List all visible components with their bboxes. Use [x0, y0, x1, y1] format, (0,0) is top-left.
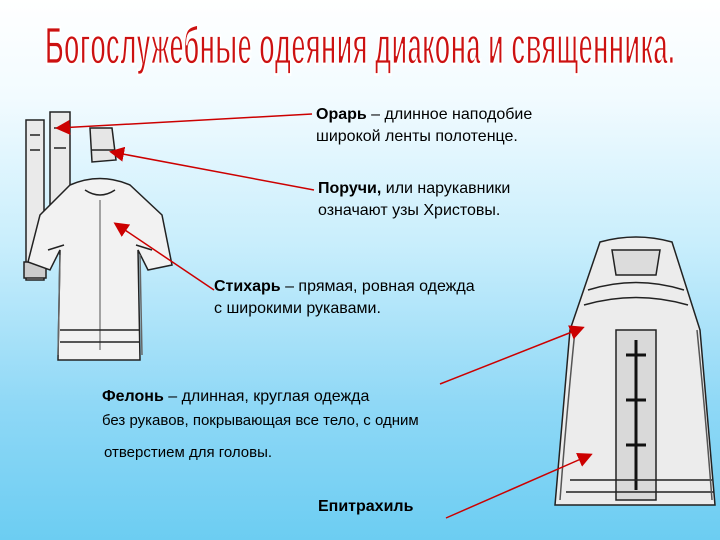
term-epitrakhil: Епитрахиль — [318, 498, 414, 515]
slide-title: Богослужебные одеяния диакона и священни… — [44, 15, 676, 78]
deacon-vestments-illustration — [23, 111, 173, 361]
pointer-arrows — [55, 113, 593, 519]
caption-stikhar: Стихарь – прямая, ровная одежда с широки… — [214, 278, 475, 317]
caption-poruchi: Поручи, или нарукавники означают узы Хри… — [318, 180, 511, 219]
term-stikhar: Стихарь — [214, 278, 281, 295]
caption-orar: Орарь – длинное наподобие широкой ленты … — [316, 106, 533, 145]
term-orar: Орарь — [316, 106, 367, 123]
term-felon: Фелонь — [102, 388, 164, 405]
term-poruchi: Поручи, — [318, 180, 382, 197]
caption-felon: Фелонь – длинная, круглая одежда без рук… — [102, 388, 419, 461]
slide-title-text: Богослужебные одеяния диакона и священни… — [45, 16, 675, 76]
priest-vestments-illustration — [554, 236, 716, 506]
caption-epitrakhil: Епитрахиль — [318, 496, 413, 518]
